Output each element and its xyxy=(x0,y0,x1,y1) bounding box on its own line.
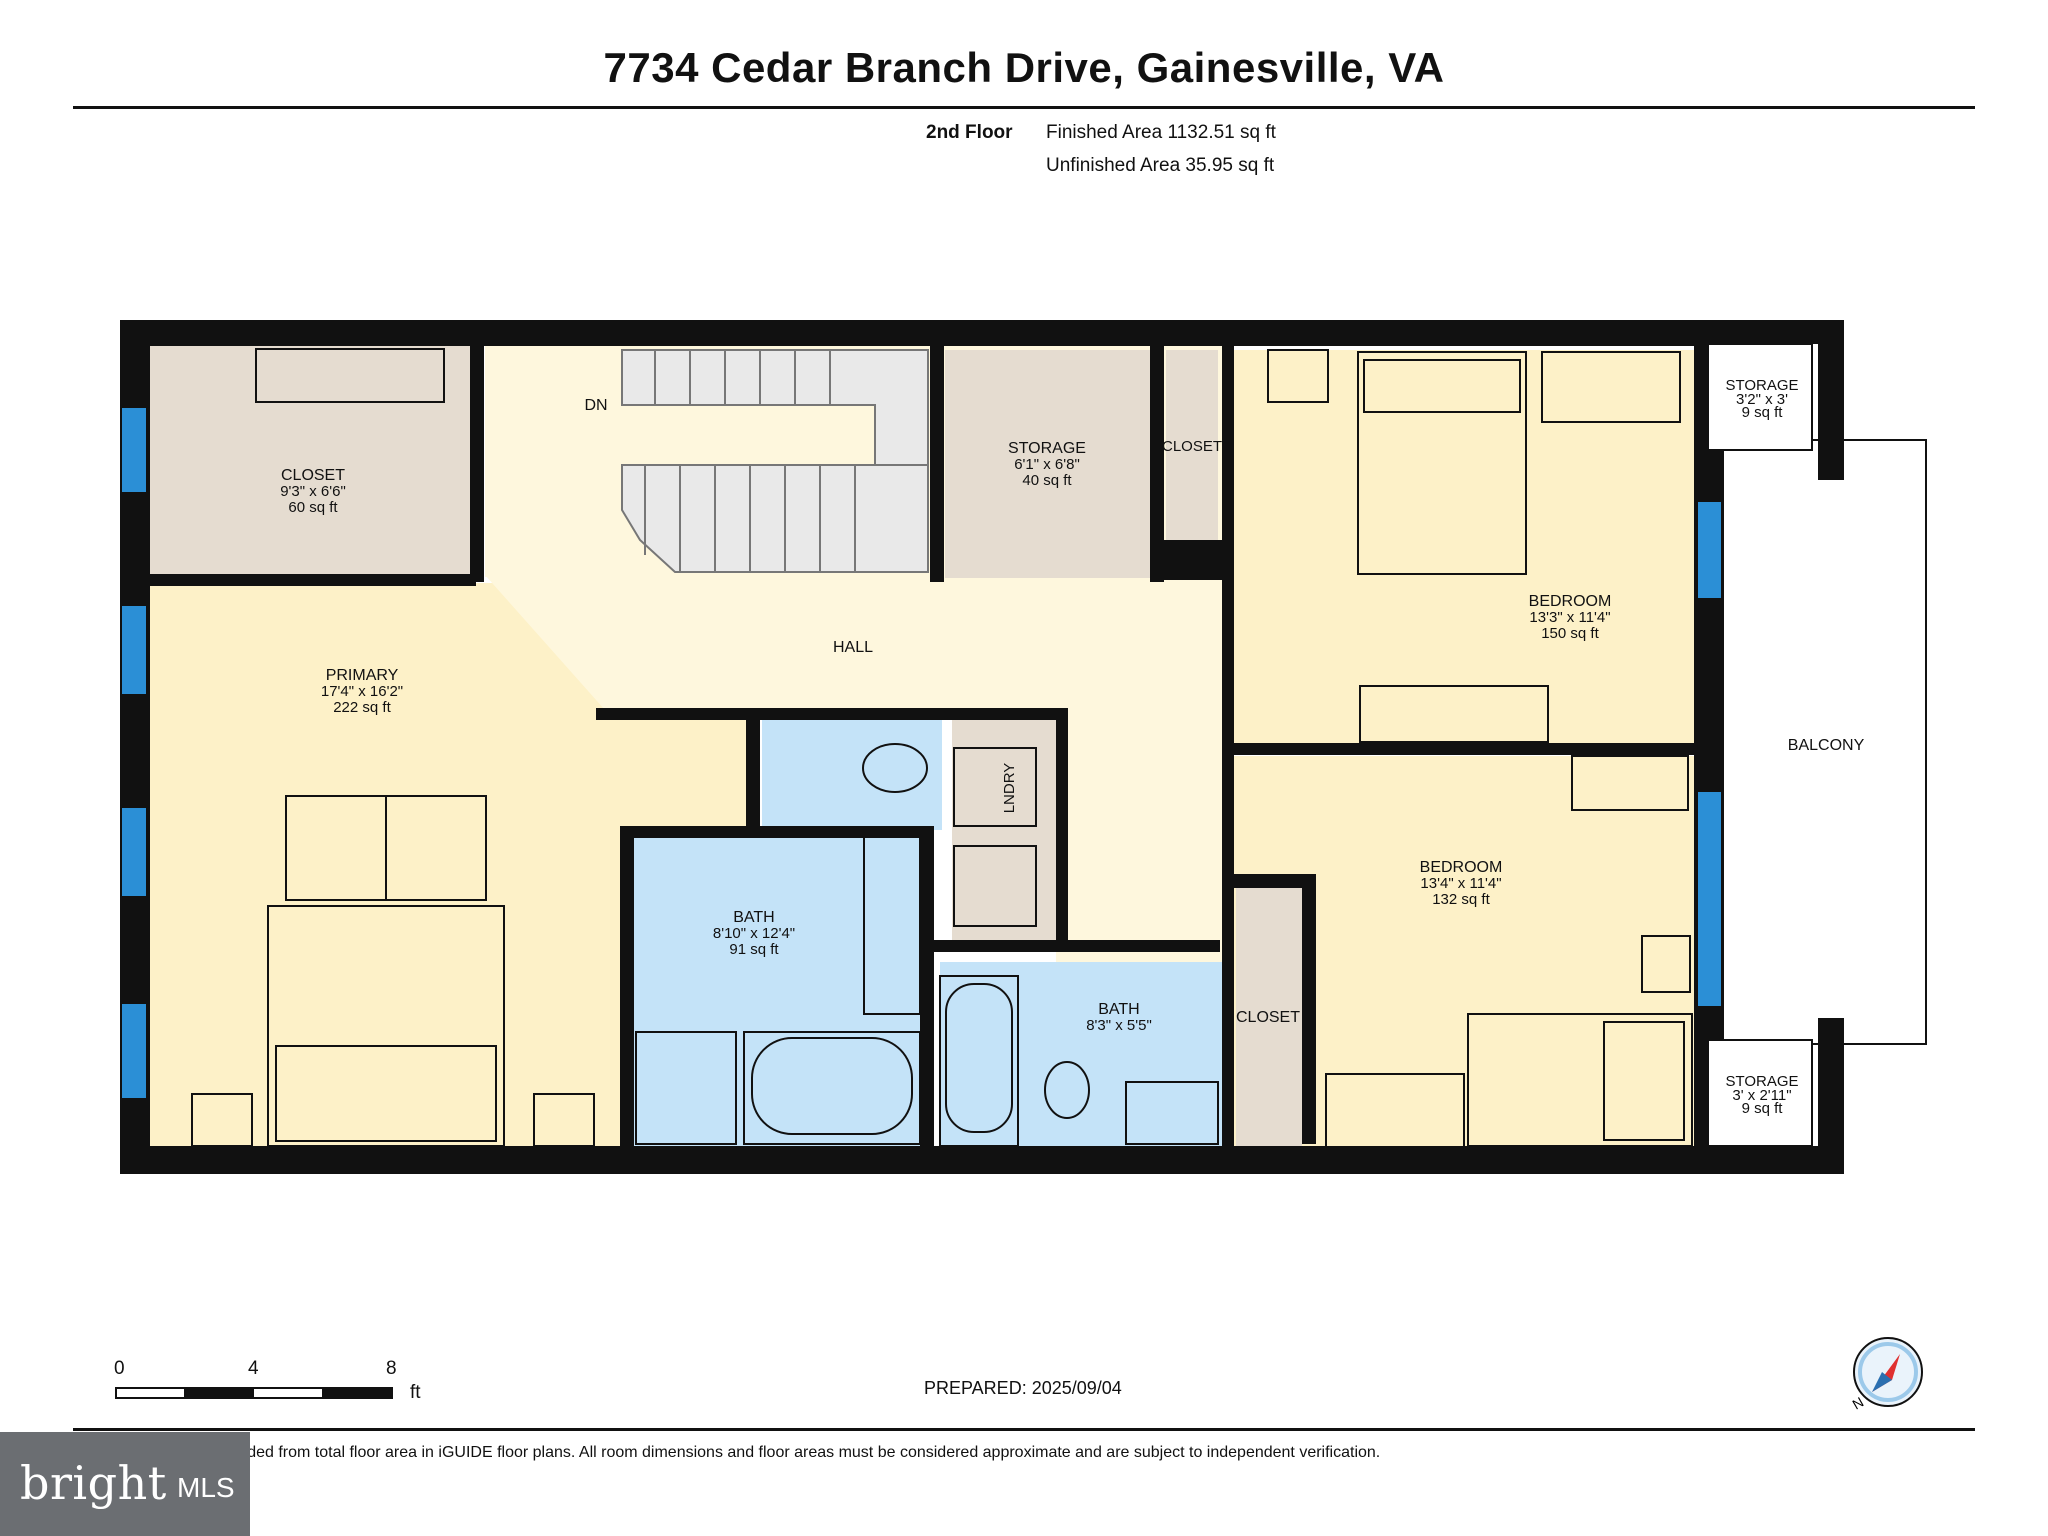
closet-bed2-name: CLOSET xyxy=(1236,1009,1300,1026)
primary-nook-fill xyxy=(620,715,750,835)
windows xyxy=(122,408,1722,1098)
storage-dims: 6'1" x 6'8" xyxy=(1014,456,1080,473)
storage-bottom-area: 9 sq ft xyxy=(1742,1100,1784,1117)
hall-upper-fill xyxy=(485,345,640,577)
logo-brand: bright xyxy=(20,1456,167,1510)
scale-tick-0: 0 xyxy=(114,1358,125,1379)
bedroom1-name: BEDROOM xyxy=(1529,593,1612,610)
closet-small-name: CLOSET xyxy=(1162,438,1222,455)
laundry-fill xyxy=(952,718,1056,940)
furniture xyxy=(191,348,1693,1149)
bath-toilet-fill xyxy=(762,720,942,830)
primary-name: PRIMARY xyxy=(326,667,399,684)
storage-top-box xyxy=(1707,343,1813,451)
storage-top-name: STORAGE xyxy=(1725,377,1798,394)
prepared-date: PREPARED: 2025/09/04 xyxy=(924,1378,1122,1398)
balcony-name: BALCONY xyxy=(1788,737,1865,754)
storage-top-dims: 3'2" x 3' xyxy=(1736,391,1788,408)
bath-primary-dims: 8'10" x 12'4" xyxy=(713,925,795,942)
balcony-outline xyxy=(1721,439,1927,1045)
walls xyxy=(120,320,1844,1174)
hall-name: HALL xyxy=(833,639,873,656)
bedroom2-name: BEDROOM xyxy=(1420,859,1503,876)
logo-suffix: MLS xyxy=(177,1472,235,1503)
bedroom2-area: 132 sq ft xyxy=(1432,891,1490,908)
footer-divider xyxy=(73,1428,1975,1431)
finished-area: Finished Area 1132.51 sq ft xyxy=(1046,122,1276,143)
storage-bottom-name: STORAGE xyxy=(1725,1073,1798,1090)
closet-primary-area: 60 sq ft xyxy=(288,499,338,516)
primary-dims: 17'4" x 16'2" xyxy=(321,683,403,700)
bath-primary-area: 91 sq ft xyxy=(729,941,779,958)
storage-top-area: 9 sq ft xyxy=(1742,404,1784,421)
scale-bar xyxy=(115,1387,393,1399)
primary-area: 222 sq ft xyxy=(333,699,391,716)
bedroom1-dims: 13'3" x 11'4" xyxy=(1529,609,1610,626)
bath-hall-dims: 8'3" x 5'5" xyxy=(1086,1017,1152,1034)
scale-unit: ft xyxy=(410,1382,421,1403)
disclaimer: White regions are excluded from total fl… xyxy=(80,1444,1381,1461)
scale-tick-4: 4 xyxy=(248,1358,259,1379)
closet-primary-name: CLOSET xyxy=(281,467,345,484)
storage-area: 40 sq ft xyxy=(1022,472,1072,489)
stairs-label: DN xyxy=(584,397,607,414)
storage-bottom-box xyxy=(1707,1039,1813,1147)
bath-primary-name: BATH xyxy=(733,909,774,926)
page-title: 7734 Cedar Branch Drive, Gainesville, VA xyxy=(603,44,1445,91)
closet-primary-dims: 9'3" x 6'6" xyxy=(280,483,346,500)
bath-hall-name: BATH xyxy=(1098,1001,1139,1018)
closet-small-fill xyxy=(1166,350,1218,545)
staircase xyxy=(621,349,929,573)
unfinished-area: Unfinished Area 35.95 sq ft xyxy=(1046,155,1275,176)
compass-icon xyxy=(1853,1337,1923,1407)
title-divider xyxy=(73,106,1975,109)
storage-bottom-dims: 3' x 2'11" xyxy=(1732,1087,1791,1104)
laundry-label: LNDRY xyxy=(1001,763,1018,814)
storage-name: STORAGE xyxy=(1008,440,1086,457)
bright-mls-logo: bright MLS xyxy=(0,1432,250,1536)
floor-label: 2nd Floor xyxy=(926,122,1013,143)
closet-bed2-fill xyxy=(1236,888,1302,1148)
scale-tick-8: 8 xyxy=(386,1358,397,1379)
storage-fill xyxy=(945,350,1150,578)
bedroom1-area: 150 sq ft xyxy=(1541,625,1599,642)
bedroom2-dims: 13'4" x 11'4" xyxy=(1420,875,1501,892)
